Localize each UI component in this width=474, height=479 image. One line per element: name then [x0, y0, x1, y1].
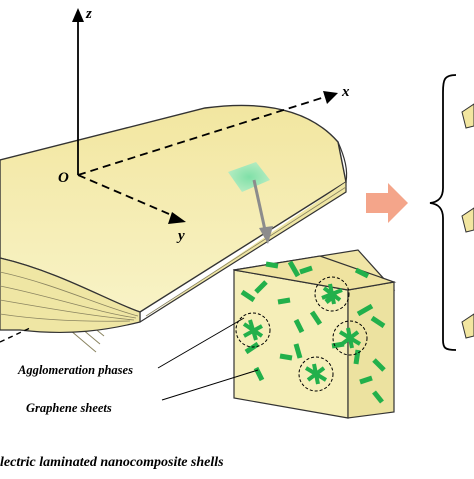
agglomeration-cluster-4: [298, 356, 334, 392]
agglomeration-label: Agglomeration phases: [17, 363, 133, 377]
x-axis-label: x: [341, 84, 350, 100]
z-axis: [72, 8, 84, 175]
right-bracket: [429, 74, 457, 351]
zoom-pointer: [252, 179, 273, 244]
y-axis-label: y: [176, 228, 185, 244]
z-axis-label: z: [85, 6, 92, 22]
shell-left-cap: [0, 257, 141, 334]
origin-label: O: [58, 170, 69, 186]
agglomeration-cluster-1: [314, 276, 350, 312]
block-right-face: [347, 281, 395, 419]
graphene-label: Graphene sheets: [26, 401, 112, 415]
y-axis: [77, 174, 186, 224]
thumbnail-shells: [461, 103, 474, 339]
callout-leaders: [157, 317, 259, 401]
agglomeration-cluster-3: [332, 320, 368, 356]
cap-layer-lines: [0, 271, 139, 322]
agglomeration-cluster-2: [235, 312, 271, 348]
figure-caption: lectric laminated nanocomposite shells: [0, 455, 224, 470]
graphene-sheets: [240, 260, 386, 404]
x-axis: [77, 91, 338, 176]
sample-patch: [228, 162, 270, 192]
edge-dashes: [0, 327, 31, 343]
next-step-arrow: [366, 183, 408, 223]
